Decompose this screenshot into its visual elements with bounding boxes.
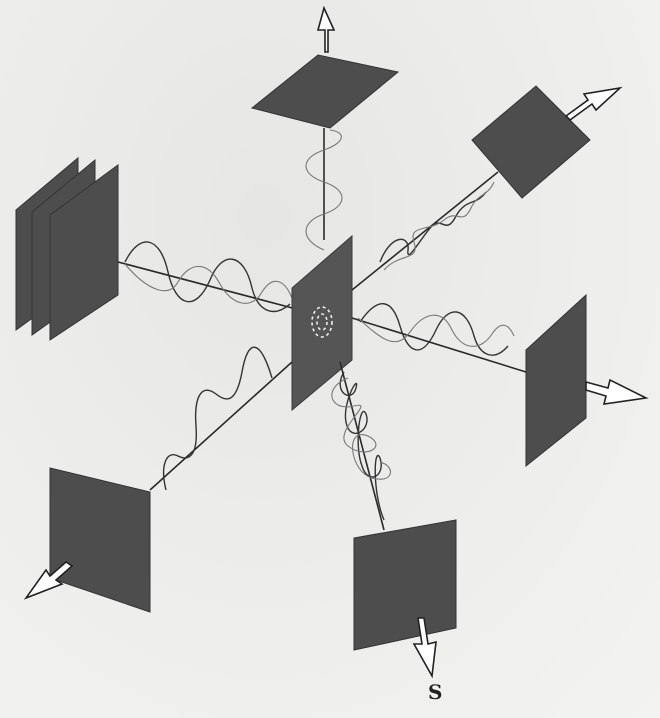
- upper-right-wave: [379, 191, 487, 263]
- bottom-axis: [339, 361, 385, 531]
- top-direction-arrow: [316, 5, 336, 53]
- left-wave: [124, 241, 291, 313]
- left-stacked-plate-3: [49, 164, 119, 341]
- upper-right-wave-light: [383, 181, 495, 271]
- bottom-wave: [339, 371, 385, 521]
- center-ring-outer: [311, 306, 333, 338]
- lower-left-plate: [49, 467, 151, 613]
- bottom-wave-light: [331, 377, 391, 480]
- center-ring-inner: [316, 313, 328, 331]
- bottom-direction-arrow: [412, 617, 437, 679]
- left-axis: [117, 261, 301, 311]
- lower-left-axis: [149, 361, 293, 491]
- upper-right-axis: [351, 171, 499, 291]
- right-wave: [359, 303, 509, 356]
- upper-wave: [305, 129, 343, 251]
- top-polarizer-plate: [250, 54, 400, 129]
- lower-left-wave: [162, 346, 273, 491]
- lower-left-direction-arrow: [23, 560, 74, 600]
- left-wave-horizontal: [124, 263, 293, 304]
- upper-right-plate: [471, 85, 591, 199]
- right-wave-horizontal: [357, 314, 515, 347]
- right-plate: [525, 293, 587, 468]
- scattering-direction-label: S: [428, 680, 443, 704]
- upper-right-direction-arrow: [564, 86, 623, 122]
- bottom-plate: [353, 519, 457, 651]
- right-direction-arrow: [585, 378, 649, 405]
- center-scatterer-plate: [291, 234, 353, 412]
- right-axis: [351, 317, 527, 373]
